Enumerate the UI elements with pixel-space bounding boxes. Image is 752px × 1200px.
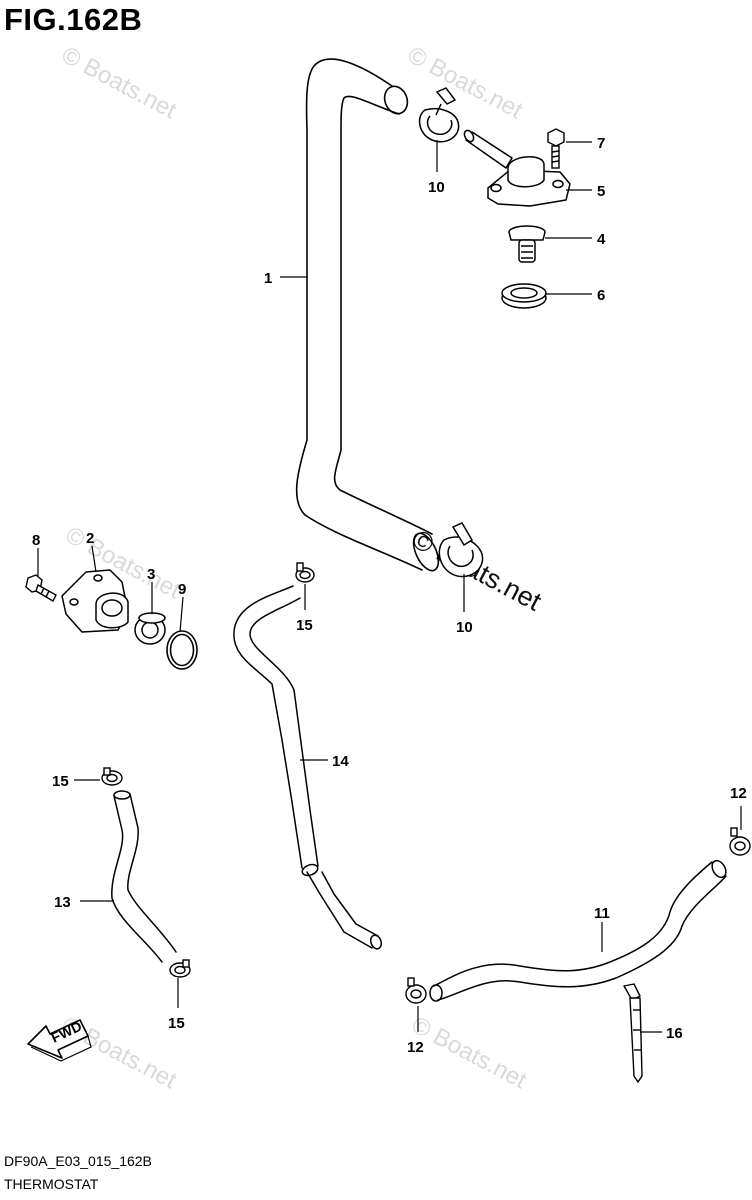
callout-10-top: 10 — [428, 179, 445, 196]
clamp-part-12-a — [405, 977, 427, 1004]
hose-clamp-part-10-top — [418, 87, 460, 143]
thermostat-part-4 — [508, 225, 546, 263]
section-title: THERMOSTAT — [4, 1176, 99, 1192]
callout-3: 3 — [147, 566, 155, 583]
bolt-part-8 — [25, 574, 57, 602]
callout-8: 8 — [32, 532, 40, 549]
callout-15-bottom: 15 — [168, 1015, 185, 1032]
callout-2: 2 — [86, 530, 94, 547]
watermark-5: © Boats.net — [407, 1011, 531, 1094]
o-ring-part-9 — [166, 630, 198, 670]
callout-6: 6 — [597, 287, 605, 304]
callout-14: 14 — [332, 753, 349, 770]
clamp-part-12-b — [729, 827, 751, 856]
callout-12-bottom: 12 — [407, 1039, 424, 1056]
hose-part-14 — [233, 585, 383, 950]
callout-7: 7 — [597, 135, 605, 152]
callout-labels: 1 2 3 4 5 6 7 8 9 10 10 11 12 12 13 14 1… — [32, 135, 747, 1056]
callout-11: 11 — [594, 905, 610, 922]
callout-16: 16 — [666, 1025, 683, 1042]
thermostat-cover-part-5 — [463, 129, 571, 207]
diagram-code: DF90A_E03_015_162B — [4, 1153, 152, 1169]
callout-12-right: 12 — [730, 785, 747, 802]
hose-part-1 — [295, 58, 440, 572]
callout-1: 1 — [264, 270, 272, 287]
clamp-part-15-b — [101, 767, 123, 786]
hose-clamp-part-10-bottom — [438, 522, 484, 578]
callout-15-top: 15 — [296, 617, 313, 634]
callout-10-bottom: 10 — [456, 619, 473, 636]
forward-direction-arrow-icon: FWD — [27, 1018, 92, 1062]
figure-title: FIG.162B — [4, 2, 143, 37]
hose-part-11 — [429, 859, 727, 1002]
callout-13: 13 — [54, 894, 71, 911]
callout-9: 9 — [178, 581, 186, 598]
watermark-1: © Boats.net — [57, 41, 181, 124]
leader-lines — [37, 140, 742, 1033]
thermostat-housing-part-2 — [61, 569, 129, 633]
hose-part-13 — [111, 790, 177, 963]
seal-part-6 — [501, 283, 547, 309]
callout-4: 4 — [597, 231, 606, 248]
cable-tie-part-16 — [623, 983, 643, 1083]
bolt-part-7 — [547, 128, 565, 169]
callout-5: 5 — [597, 183, 605, 200]
clamp-part-15-c — [169, 959, 191, 978]
clamp-part-15-a — [295, 562, 315, 583]
callout-15-left: 15 — [52, 773, 69, 790]
valve-part-3 — [134, 612, 166, 645]
